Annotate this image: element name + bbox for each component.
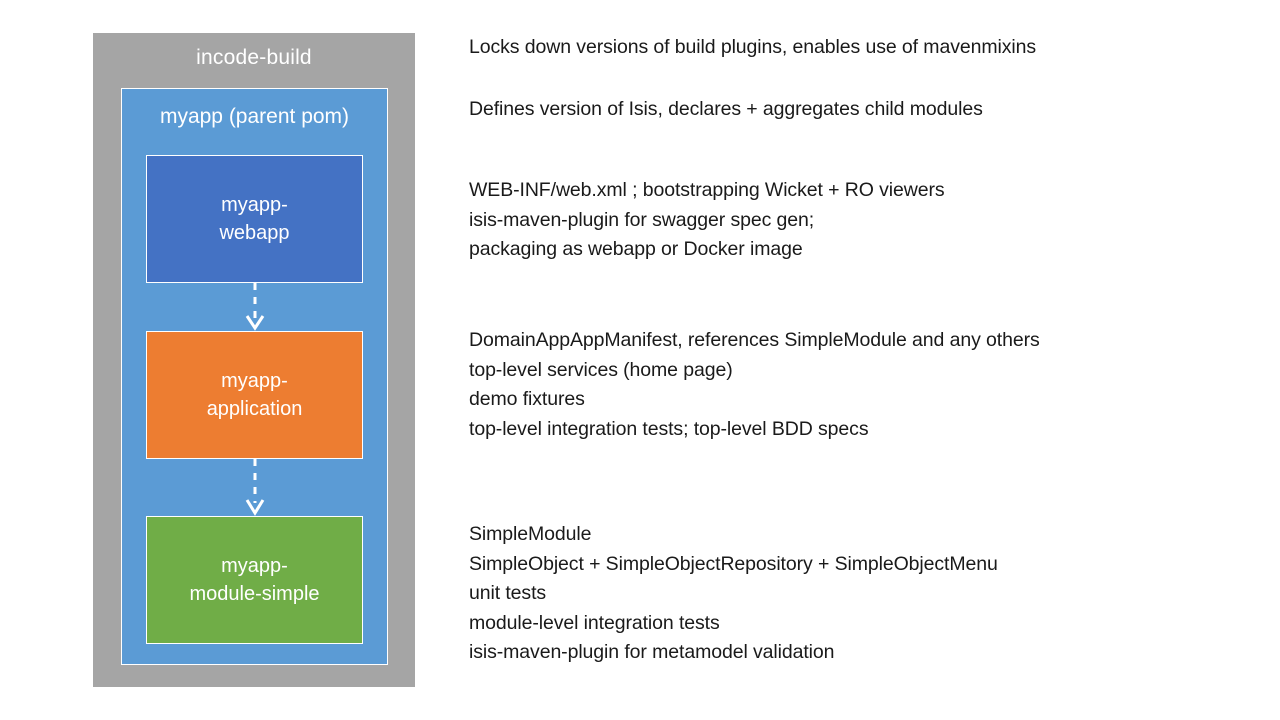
module-hierarchy-diagram: incode-build myapp (parent pom) myapp- w… — [93, 33, 415, 687]
module-label-myapp-module-simple: myapp- module-simple — [189, 555, 320, 605]
module-label-myapp-webapp: myapp- webapp — [219, 194, 290, 244]
dashed-arrow-webapp-to-application — [245, 283, 265, 331]
arrowhead-icon — [245, 499, 265, 516]
annotation-module-simple: SimpleModule SimpleObject + SimpleObject… — [469, 523, 998, 663]
dashed-arrow-application-to-module — [245, 459, 265, 516]
annotation-webapp: WEB-INF/web.xml ; bootstrapping Wicket +… — [469, 179, 945, 260]
module-box-myapp-webapp: myapp- webapp — [146, 155, 363, 283]
incode-build-title: incode-build — [196, 46, 312, 69]
myapp-parent-pom-container: myapp (parent pom) myapp- webapp myapp- … — [121, 88, 388, 665]
incode-build-container: incode-build myapp (parent pom) myapp- w… — [93, 33, 415, 687]
myapp-parent-pom-title: myapp (parent pom) — [159, 105, 350, 128]
arrowhead-icon — [245, 315, 265, 331]
module-label-myapp-application: myapp- application — [206, 370, 303, 420]
annotation-parent-pom: Defines version of Isis, declares + aggr… — [469, 98, 983, 120]
module-box-myapp-application: myapp- application — [146, 331, 363, 459]
annotation-column: Locks down versions of build plugins, en… — [469, 0, 1249, 720]
module-box-myapp-module-simple: myapp- module-simple — [146, 516, 363, 644]
annotation-incode-build: Locks down versions of build plugins, en… — [469, 36, 1036, 58]
annotation-application: DomainAppAppManifest, references SimpleM… — [469, 329, 1040, 440]
